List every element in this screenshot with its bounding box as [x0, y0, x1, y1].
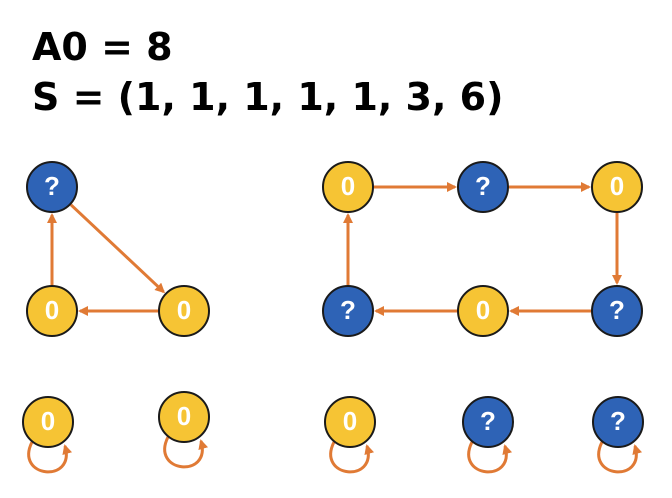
node-label: 0 [177, 295, 191, 325]
node-label: 0 [476, 295, 490, 325]
node-n10-zero: 0 [22, 396, 74, 448]
node-label: 0 [343, 406, 357, 436]
node-circle [22, 396, 74, 448]
node-label: 0 [177, 401, 191, 431]
node-n2-zero: 0 [26, 285, 78, 337]
node-circle [322, 161, 374, 213]
node-n13-unknown: ? [462, 396, 514, 448]
node-n12-zero: 0 [324, 396, 376, 448]
a0-equation: A0 = 8 [32, 25, 173, 69]
node-label: 0 [341, 171, 355, 201]
self-loop-edge-n10 [27, 441, 73, 474]
node-n8-zero: 0 [457, 285, 509, 337]
node-label: ? [475, 171, 491, 201]
self-loop-edge-n11 [163, 436, 209, 469]
node-circle [592, 396, 644, 448]
node-n14-unknown: ? [592, 396, 644, 448]
self-loop-edge-n12 [329, 441, 375, 474]
self-loop-edge-n13 [467, 441, 513, 474]
node-label: 0 [45, 295, 59, 325]
node-label: 0 [610, 171, 624, 201]
node-circle [591, 285, 643, 337]
node-n6-zero: 0 [591, 161, 643, 213]
node-label: ? [610, 406, 626, 436]
node-n11-zero: 0 [158, 391, 210, 443]
node-circle [462, 396, 514, 448]
node-label: ? [609, 295, 625, 325]
edge-n1-to-n3 [69, 203, 166, 294]
node-n9-unknown: ? [591, 285, 643, 337]
node-circle [26, 161, 78, 213]
self-loop-edge-n14 [597, 441, 643, 474]
node-label: 0 [41, 406, 55, 436]
node-circle [457, 161, 509, 213]
node-circle [591, 161, 643, 213]
node-circle [324, 396, 376, 448]
node-circle [457, 285, 509, 337]
node-circle [26, 285, 78, 337]
node-label: ? [340, 295, 356, 325]
node-n4-zero: 0 [322, 161, 374, 213]
node-label: ? [44, 171, 60, 201]
nodes-layer: ? 0 0 0? 0? 0? 0 0 0?? [22, 161, 644, 448]
node-n1-unknown: ? [26, 161, 78, 213]
node-n7-unknown: ? [322, 285, 374, 337]
node-circle [322, 285, 374, 337]
node-circle [158, 285, 210, 337]
edges-layer [27, 182, 643, 474]
s-sequence: S = (1, 1, 1, 1, 1, 3, 6) [32, 75, 504, 119]
node-n3-zero: 0 [158, 285, 210, 337]
node-label: ? [480, 406, 496, 436]
node-circle [158, 391, 210, 443]
node-n5-unknown: ? [457, 161, 509, 213]
